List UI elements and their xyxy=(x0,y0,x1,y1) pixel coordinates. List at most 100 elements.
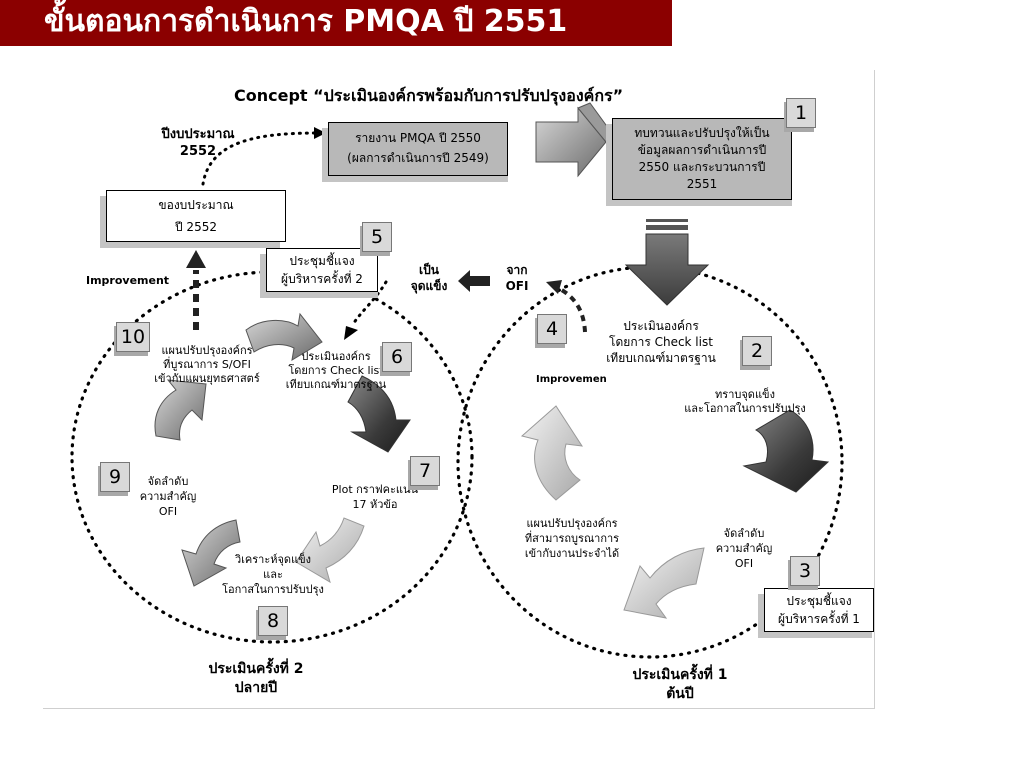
step-9-badge: 9 xyxy=(100,462,130,492)
left-plan-line3: เข้ากับแผนยุทธศาสตร์ xyxy=(154,372,260,385)
left-analyze-line1: วิเคราะห์จุดแข็ง xyxy=(234,553,312,566)
left-assess-label: ประเมินองค์กร โดยการ Check list เทียบเกณ… xyxy=(282,350,390,392)
right-prioritize-label: จัดลำดับ ความสำคัญ OFI xyxy=(704,526,784,571)
left-arrow-bottom-right xyxy=(295,517,365,584)
left-prioritize-line3: OFI xyxy=(158,505,178,518)
meeting2-line2: ผู้บริหารครั้งที่ 2 xyxy=(281,272,363,286)
left-cycle-circle xyxy=(70,270,474,644)
dotted-arrow-to-report xyxy=(201,131,320,186)
step-2-badge: 2 xyxy=(742,336,772,366)
budget-request-box: ของบประมาณ ปี 2552 xyxy=(106,190,286,242)
right-assess-line1: ประเมินองค์กร xyxy=(623,319,699,333)
right-prioritize-line1: จัดลำดับ xyxy=(723,527,765,540)
left-arrow-right xyxy=(347,375,411,453)
right-plan-line1: แผนปรับปรุงองค์กร xyxy=(526,517,618,530)
left-caption-line1: ประเมินครั้งที่ 2 xyxy=(208,661,304,677)
right-cycle-caption: ประเมินครั้งที่ 1 ต้นปี xyxy=(610,666,750,704)
down-arrow-stripe2 xyxy=(646,225,688,230)
review-line3: 2550 และกระบวนการปี xyxy=(638,160,766,174)
improvement-right-label: Improvemen xyxy=(536,374,607,385)
right-arrow-left xyxy=(520,405,584,501)
arrowhead-step4 xyxy=(546,280,562,294)
left-assess-line3: เทียบเกณฑ์มาตรฐาน xyxy=(285,378,387,391)
left-prioritize-line2: ความสำคัญ xyxy=(139,490,197,503)
right-prioritize-line2: ความสำคัญ xyxy=(715,542,773,555)
step-7-badge: 7 xyxy=(410,456,440,486)
step-6-badge: 6 xyxy=(382,342,412,372)
meeting1-box: ประชุมชี้แจง ผู้บริหารครั้งที่ 1 xyxy=(764,588,874,632)
budget-year-line2: 2552 xyxy=(179,144,217,159)
meeting2-box: ประชุมชี้แจง ผู้บริหารครั้งที่ 2 xyxy=(266,248,378,292)
left-plan-line1: แผนปรับปรุงองค์กร xyxy=(161,344,253,357)
left-plan-label: แผนปรับปรุงองค์กร ที่บูรณาการ S/OFI เข้า… xyxy=(150,344,264,386)
down-arrow xyxy=(624,233,710,306)
dashed-arrow-meeting2 xyxy=(350,280,388,328)
ofi-label: จาก OFI xyxy=(496,262,538,294)
meeting1-line2: ผู้บริหารครั้งที่ 1 xyxy=(778,612,860,626)
left-assess-line1: ประเมินองค์กร xyxy=(301,350,371,363)
arrow-report-to-review xyxy=(535,106,607,178)
budget-request-line1: ของบประมาณ xyxy=(158,198,234,212)
step-4-badge: 4 xyxy=(537,314,567,344)
left-arrow-left xyxy=(154,379,207,441)
right-prioritize-line3: OFI xyxy=(734,557,754,570)
right-assess-line3: เทียบเกณฑ์มาตรฐาน xyxy=(606,351,716,365)
concept-title: Concept “ประเมินองค์กรพร้อมกับการปรับปรุ… xyxy=(234,86,624,105)
right-plan-line3: เข้ากับงานประจำได้ xyxy=(524,547,620,560)
step-10-badge: 10 xyxy=(116,322,150,352)
review-line2: ข้อมูลผลการดำเนินการปี xyxy=(637,143,767,157)
diagram-frame xyxy=(43,70,875,709)
left-prioritize-line1: จัดลำดับ xyxy=(147,475,189,488)
left-analyze-line2: และ xyxy=(263,568,283,581)
budget-request-line2: ปี 2552 xyxy=(175,220,217,234)
left-analyze-line3: โอกาสในการปรับปรุง xyxy=(222,583,324,596)
left-prioritize-label: จัดลำดับ ความสำคัญ OFI xyxy=(130,474,206,519)
report-box: รายงาน PMQA ปี 2550 (ผลการดำเนินการปี 25… xyxy=(328,122,508,176)
review-line4: 2551 xyxy=(686,177,718,191)
right-arrow-right xyxy=(742,409,830,493)
right-plan-line2: ที่สามารถบูรณาการ xyxy=(524,532,620,545)
ofi-line2: OFI xyxy=(505,279,529,293)
step-8-badge: 8 xyxy=(258,606,288,636)
right-assess-label: ประเมินองค์กร โดยการ Check list เทียบเกณ… xyxy=(596,318,726,366)
left-plan-line2: ที่บูรณาการ S/OFI xyxy=(163,358,251,371)
right-know-line2: และโอกาสในการปรับปรุง xyxy=(684,402,806,415)
left-plot-label: Plot กราฟคะแนน 17 หัวข้อ xyxy=(326,482,424,512)
left-caption-line2: ปลายปี xyxy=(234,680,278,696)
left-cycle-caption: ประเมินครั้งที่ 2 ปลายปี xyxy=(186,660,326,698)
left-plot-line1: Plot กราฟคะแนน xyxy=(331,483,419,496)
budget-year-line1: ปีงบประมาณ xyxy=(161,127,235,142)
review-box: ทบทวนและปรับปรุงให้เป็น ข้อมูลผลการดำเนิ… xyxy=(612,118,792,200)
meeting1-line1: ประชุมชี้แจง xyxy=(786,594,852,608)
arrow-ofi-to-strength xyxy=(458,270,490,292)
step-5-badge: 5 xyxy=(362,222,392,252)
left-analyze-label: วิเคราะห์จุดแข็ง และ โอกาสในการปรับปรุง xyxy=(210,552,336,597)
right-caption-line1: ประเมินครั้งที่ 1 xyxy=(632,667,728,683)
right-caption-line2: ต้นปี xyxy=(666,686,694,702)
arrowhead-meeting2 xyxy=(344,326,358,340)
right-arrow-bottom xyxy=(623,547,705,619)
budget-year-label: ปีงบประมาณ 2552 xyxy=(138,126,258,160)
right-know-label: ทราบจุดแข็ง และโอกาสในการปรับปรุง xyxy=(682,388,808,416)
left-plot-line2: 17 หัวข้อ xyxy=(352,498,398,511)
page-title: ขั้นตอนการดำเนินการ PMQA ปี 2551 xyxy=(44,4,568,39)
improvement-left-label: Improvement xyxy=(86,274,170,287)
report-line1: รายงาน PMQA ปี 2550 xyxy=(355,131,481,145)
right-know-line1: ทราบจุดแข็ง xyxy=(715,388,775,401)
right-plan-label: แผนปรับปรุงองค์กร ที่สามารถบูรณาการ เข้า… xyxy=(512,516,632,561)
left-arrow-top xyxy=(245,312,323,361)
title-bar xyxy=(0,0,672,46)
meeting2-line1: ประชุมชี้แจง xyxy=(289,254,355,268)
arrowhead-up xyxy=(186,250,206,268)
left-arrow-bottom-left xyxy=(181,519,241,587)
strength-line2: จุดแข็ง xyxy=(410,279,448,293)
step-3-badge: 3 xyxy=(790,556,820,586)
dashed-arrow-step4 xyxy=(557,286,587,333)
step-1-badge: 1 xyxy=(786,98,816,128)
arrowhead-to-report xyxy=(314,127,326,139)
down-arrow-stripe1 xyxy=(646,219,688,222)
strength-label: เป็น จุดแข็ง xyxy=(400,262,458,294)
strength-line1: เป็น xyxy=(419,263,439,277)
left-assess-line2: โดยการ Check list xyxy=(288,364,384,377)
